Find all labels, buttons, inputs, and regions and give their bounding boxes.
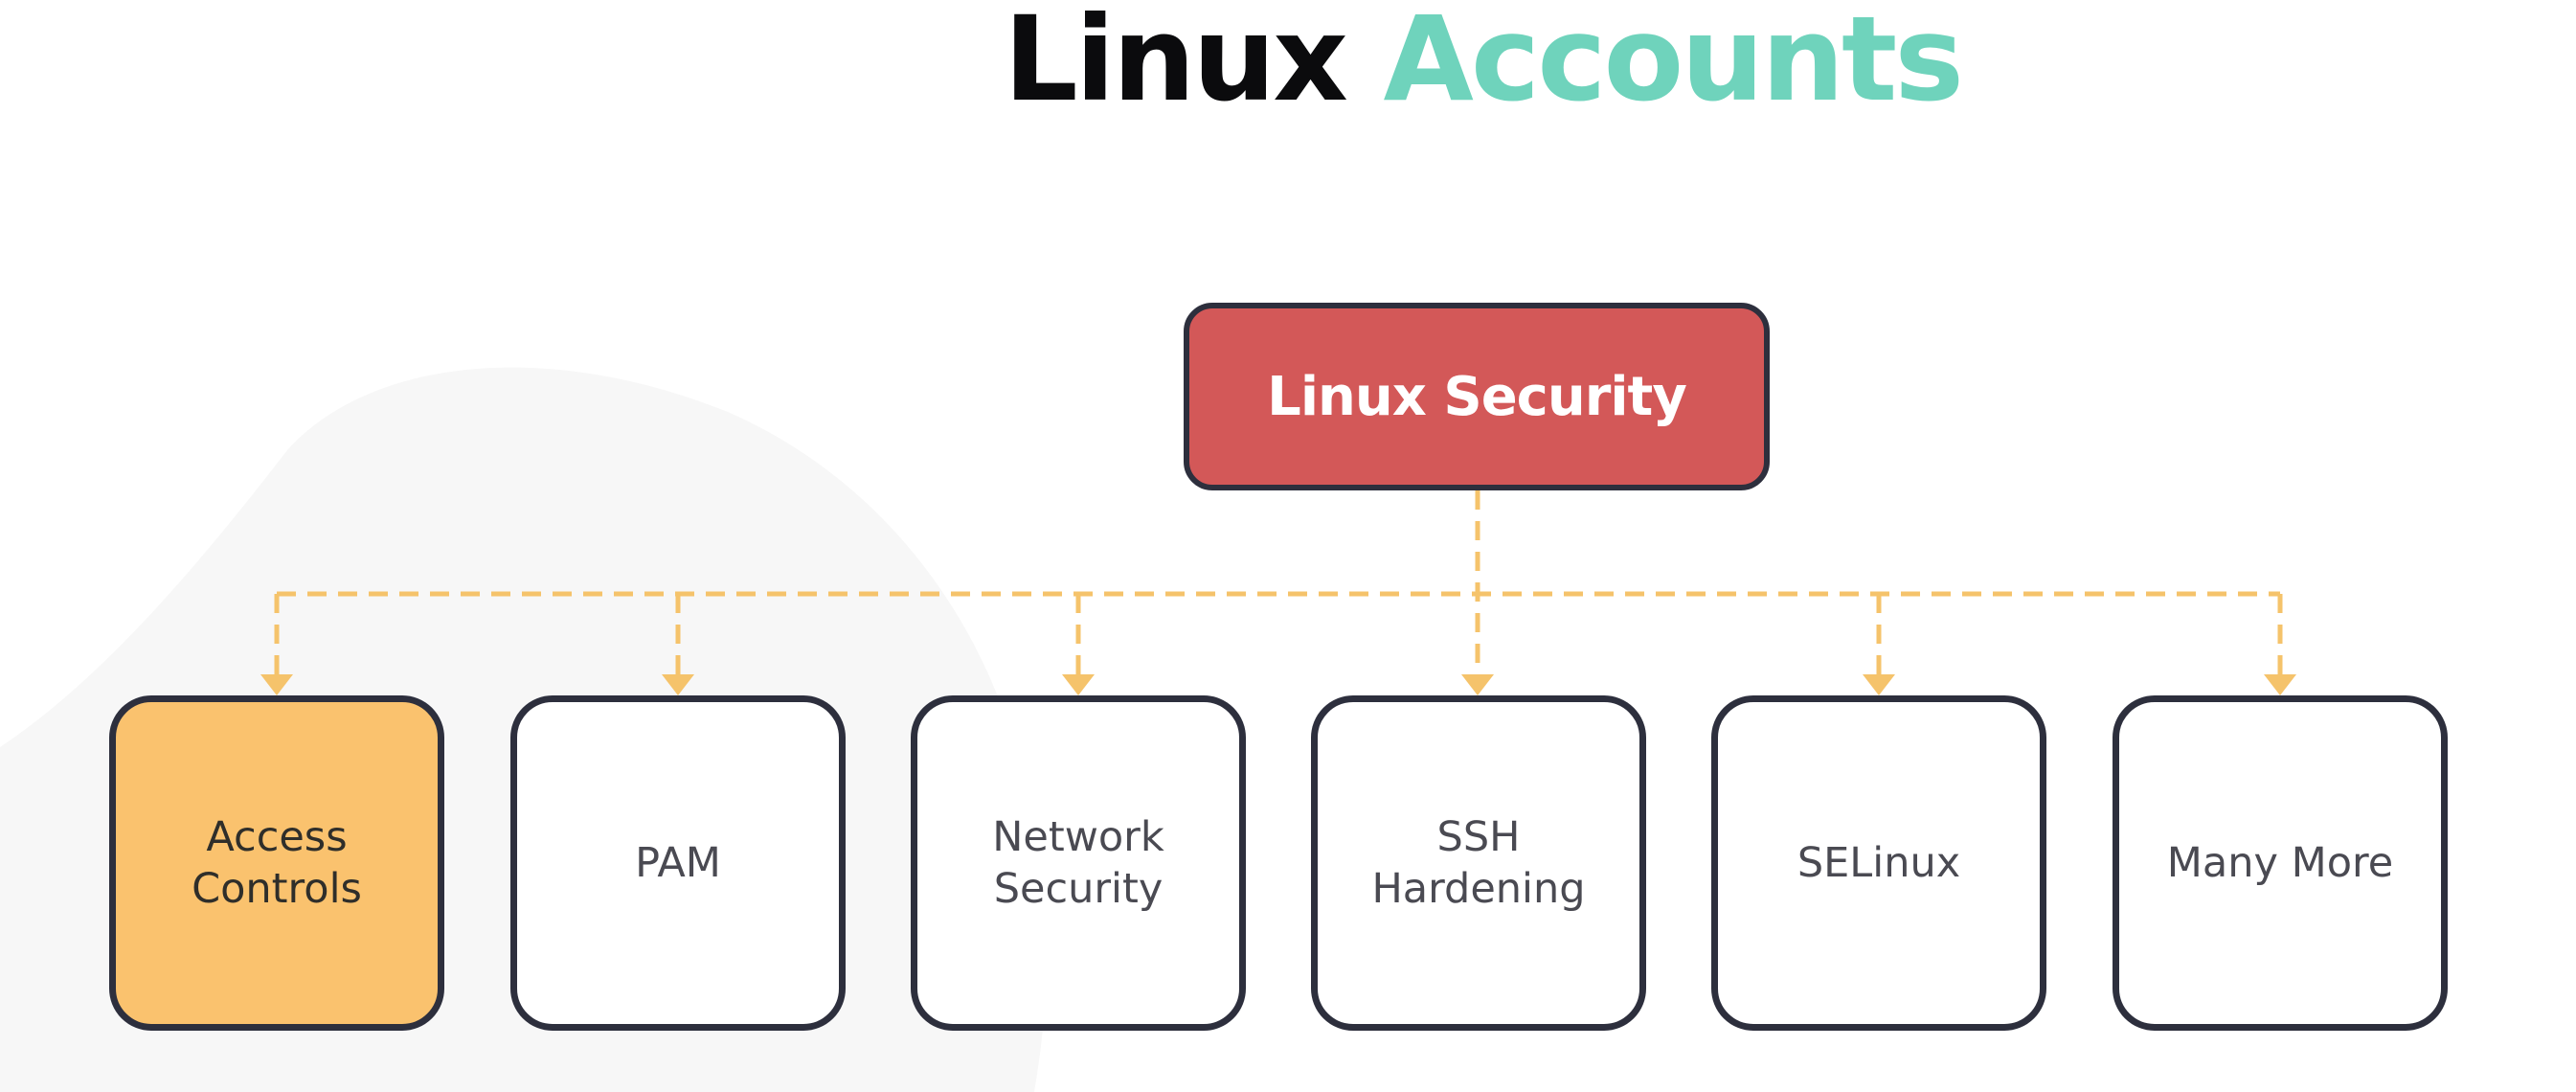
child-node-label: Network Security (992, 813, 1164, 913)
child-node-label: SSH Hardening (1371, 813, 1586, 913)
child-node-access-controls: Access Controls (109, 695, 444, 1031)
slide-title: Linux Accounts (0, 0, 2576, 119)
arrowhead-6 (2264, 674, 2296, 695)
child-node-network-security: Network Security (911, 695, 1246, 1031)
child-node-label: PAM (635, 839, 721, 887)
root-node-linux-security: Linux Security (1184, 303, 1770, 490)
title-word-linux: Linux (1004, 0, 1348, 127)
title-word-accounts: Accounts (1383, 0, 1964, 127)
arrowhead-1 (260, 674, 293, 695)
arrowhead-4 (1461, 674, 1494, 695)
child-node-label: Many More (2166, 839, 2394, 887)
child-node-label: SELinux (1796, 839, 1961, 887)
child-node-pam: PAM (510, 695, 846, 1031)
arrowhead-3 (1062, 674, 1095, 695)
child-node-ssh-hardening: SSH Hardening (1311, 695, 1646, 1031)
child-node-many-more: Many More (2113, 695, 2448, 1031)
root-node-label: Linux Security (1267, 365, 1687, 428)
arrowhead-2 (662, 674, 694, 695)
child-node-selinux: SELinux (1711, 695, 2046, 1031)
arrowhead-5 (1863, 674, 1895, 695)
child-node-label: Access Controls (192, 813, 362, 913)
